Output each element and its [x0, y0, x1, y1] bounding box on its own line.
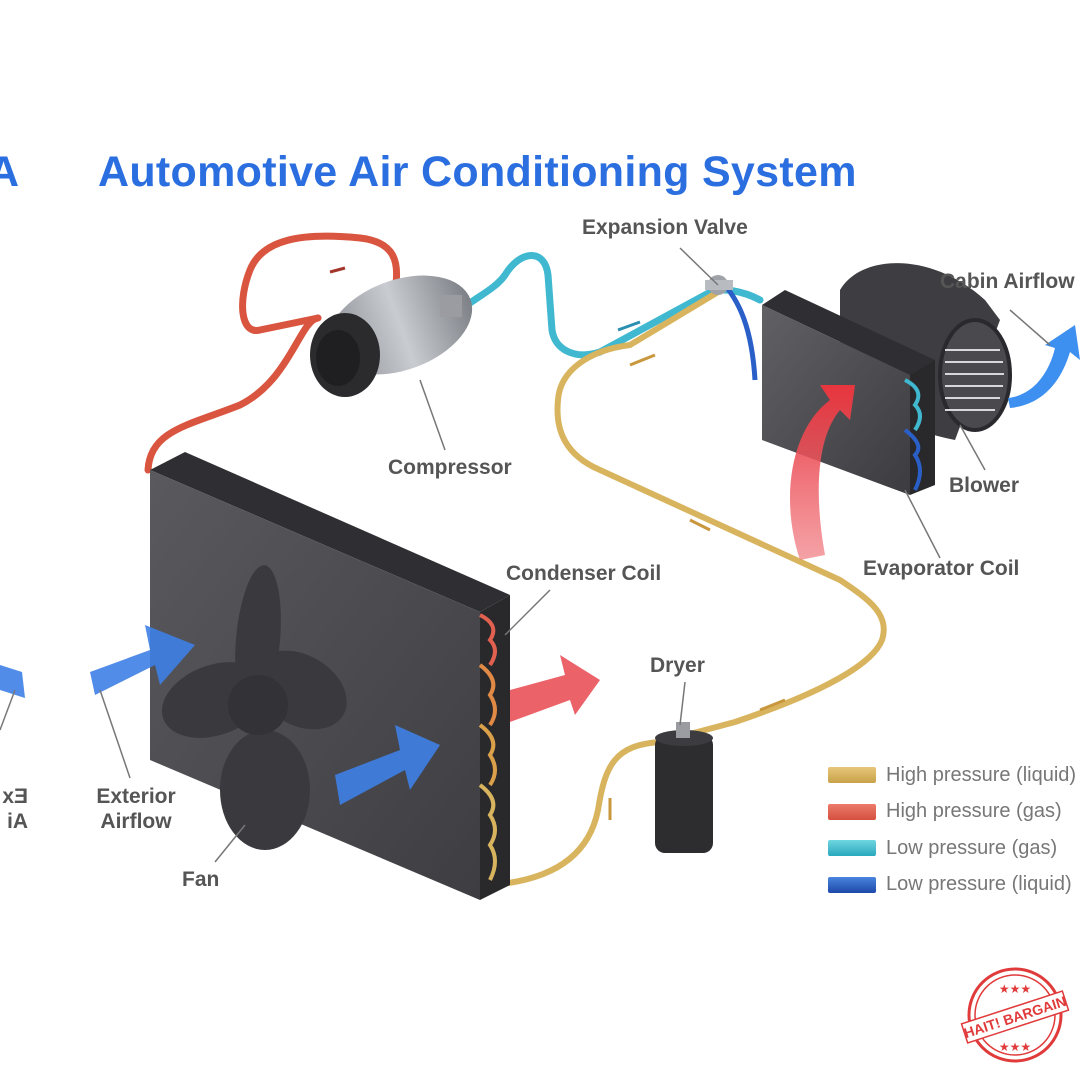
flow-arrow-yellow-2: [759, 698, 786, 712]
label-exterior-airflow-line2: Airflow: [100, 810, 172, 833]
legend-item: Low pressure (liquid): [828, 867, 1076, 904]
label-exterior-airflow-line1: Exterior: [96, 785, 176, 808]
condenser-coils: [478, 613, 497, 881]
high-pressure-liquid-line: [487, 289, 887, 888]
legend-item: Low pressure (gas): [828, 830, 1076, 867]
legend-swatch-high-gas: [828, 803, 876, 820]
cabin-intake-airflow-arrow: [790, 385, 855, 560]
fan: [161, 565, 347, 850]
legend-swatch-low-liquid: [828, 876, 876, 893]
label-fan: Fan: [182, 868, 220, 891]
label-dryer: Dryer: [650, 654, 705, 677]
legend-label: Low pressure (gas): [886, 836, 1058, 859]
high-pressure-gas-line: [239, 232, 401, 334]
compressor: [310, 275, 473, 397]
legend-item: High pressure (liquid): [828, 757, 1076, 794]
legend-swatch-low-gas: [828, 840, 876, 857]
exterior-airflow-arrow-mirrored: [0, 665, 25, 698]
label-condenser-coil: Condenser Coil: [506, 562, 662, 585]
high-pressure-gas-line-lower: [144, 314, 322, 474]
legend-label: High pressure (liquid): [886, 763, 1077, 786]
legend-label: High pressure (gas): [886, 800, 1062, 823]
leader-lines: [0, 247, 1051, 863]
label-expansion-valve: Expansion Valve: [582, 216, 748, 239]
svg-text:★★★: ★★★: [999, 1040, 1031, 1054]
label-blower: Blower: [949, 474, 1020, 497]
label-compressor: Compressor: [388, 456, 512, 479]
label-cabin-airflow: Cabin Airflow: [940, 270, 1075, 293]
label-mirrored-line2: Ai: [7, 810, 28, 833]
label-mirrored-exterior-airflow: Ex Ai: [0, 784, 28, 834]
exterior-airflow-arrow: [90, 625, 195, 695]
flow-arrow-yellow-3: [689, 518, 711, 532]
legend-item: High pressure (gas): [828, 794, 1076, 831]
label-evaporator-coil: Evaporator Coil: [863, 557, 1020, 580]
flow-arrow-red: [329, 266, 346, 274]
legend-label: Low pressure (liquid): [886, 873, 1072, 896]
through-condenser-airflow-arrow: [335, 725, 440, 805]
diagram-title: Automotive Air Conditioning System: [98, 148, 857, 196]
label-mirrored-line1: Ex: [2, 785, 28, 808]
flow-arrow-cyan: [617, 320, 641, 332]
flow-arrow-yellow-4: [629, 353, 656, 367]
hot-air-out-arrow: [510, 655, 600, 722]
cabin-airflow-arrow: [1008, 325, 1080, 408]
legend-swatch-high-liquid: [828, 767, 876, 784]
legend: High pressure (liquid) High pressure (ga…: [828, 757, 1076, 903]
low-pressure-gas-line: [451, 252, 764, 359]
svg-text:★★★: ★★★: [999, 982, 1031, 996]
bargain-stamp-logo: ★★★ HAIT! BARGAIN ★★★: [960, 967, 1070, 1063]
title-fragment-left: A: [0, 148, 20, 196]
label-exterior-airflow: Exterior Airflow: [88, 784, 184, 834]
dryer: [655, 722, 713, 853]
